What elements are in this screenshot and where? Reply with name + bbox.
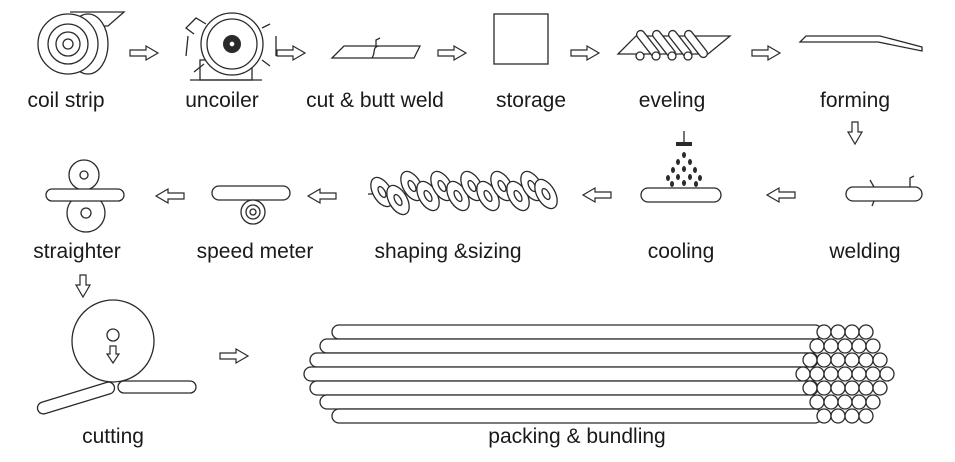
arrow-right — [129, 45, 159, 61]
speed-meter-label: speed meter — [197, 240, 314, 263]
pipe-end — [816, 408, 832, 424]
pipe-end — [844, 408, 860, 424]
pipe-end — [858, 380, 874, 396]
eveling-label: eveling — [639, 89, 706, 112]
uncoiler-illustration — [185, 12, 277, 81]
pipe-end — [823, 366, 839, 382]
pipe-end — [837, 338, 853, 354]
eveling-illustration — [616, 29, 732, 61]
speed-meter-illustration — [211, 185, 291, 225]
arrow-left — [155, 188, 185, 204]
packing-bundling-illustration — [303, 324, 895, 424]
pipe-end — [795, 366, 811, 382]
arrow-left — [582, 187, 612, 203]
arrow-right — [276, 45, 306, 61]
pipe-end — [844, 324, 860, 340]
cut-butt-weld-label: cut & butt weld — [306, 89, 444, 112]
pipe-end — [830, 408, 846, 424]
pipe-end — [865, 394, 881, 410]
pipe-end — [816, 352, 832, 368]
shaping-sizing-illustration — [368, 170, 558, 216]
arrow-right — [570, 45, 600, 61]
cutting-illustration — [36, 299, 197, 415]
straighter-label: straighter — [33, 240, 121, 263]
pipe-end — [830, 380, 846, 396]
pipe-end — [851, 366, 867, 382]
pipe-end — [816, 324, 832, 340]
pipe-end — [872, 380, 888, 396]
pipe-end — [865, 366, 881, 382]
welding-illustration — [845, 175, 923, 207]
cutting-label: cutting — [82, 425, 144, 448]
forming-illustration — [798, 35, 923, 52]
pipe-end — [823, 338, 839, 354]
cooling-label: cooling — [648, 240, 715, 263]
straighter-illustration — [45, 159, 125, 233]
welding-label: welding — [828, 240, 900, 263]
shaping-sizing-label: shaping &sizing — [374, 240, 521, 263]
pipe-end — [844, 352, 860, 368]
coil-strip-label: coil strip — [27, 89, 104, 112]
packing-bundling-label: packing & bundling — [488, 425, 665, 448]
pipe-end — [858, 324, 874, 340]
pipe-end — [809, 366, 825, 382]
pipe-end — [830, 324, 846, 340]
pipe-end — [844, 380, 860, 396]
pipe-end — [823, 394, 839, 410]
arrow-right — [751, 45, 781, 61]
arrow-down — [75, 274, 91, 298]
pipe-end — [851, 394, 867, 410]
arrow-down — [847, 121, 863, 145]
pipe-end — [837, 394, 853, 410]
pipe-end — [816, 380, 832, 396]
cooling-illustration — [640, 131, 722, 203]
pipe-end — [858, 408, 874, 424]
pipe-end — [851, 338, 867, 354]
pipe-end — [809, 338, 825, 354]
arrow-left — [307, 188, 337, 204]
pipe-end — [802, 380, 818, 396]
pipe-end — [858, 352, 874, 368]
pipe-end — [802, 352, 818, 368]
uncoiler-label: uncoiler — [185, 89, 259, 112]
pipe-end — [837, 366, 853, 382]
forming-label: forming — [820, 89, 890, 112]
arrow-right — [437, 45, 467, 61]
storage-box-illustration — [493, 13, 549, 65]
pipe-end — [830, 352, 846, 368]
storage-label: storage — [496, 89, 566, 112]
cut-butt-weld-illustration — [330, 37, 422, 59]
arrow-left — [766, 187, 796, 203]
arrow-right — [219, 348, 249, 364]
pipe-end — [879, 366, 895, 382]
pipe-end — [872, 352, 888, 368]
coil-strip-illustration — [37, 11, 126, 75]
pipe-end — [809, 394, 825, 410]
pipe-end — [865, 338, 881, 354]
